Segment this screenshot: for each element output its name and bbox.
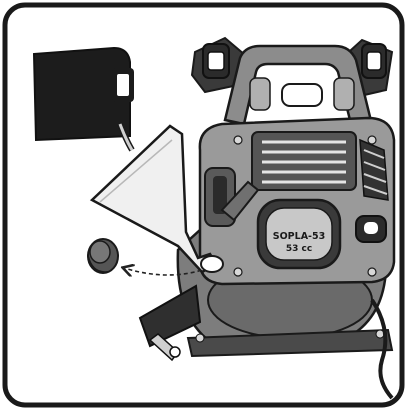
fuel-can-icon: [34, 48, 134, 150]
model-badge-label: SOPLA-53: [273, 231, 325, 242]
displacement-badge-label: 53 cc: [286, 244, 312, 254]
fuel-inlet: [201, 256, 223, 272]
fuel-cap-icon: [88, 239, 118, 273]
